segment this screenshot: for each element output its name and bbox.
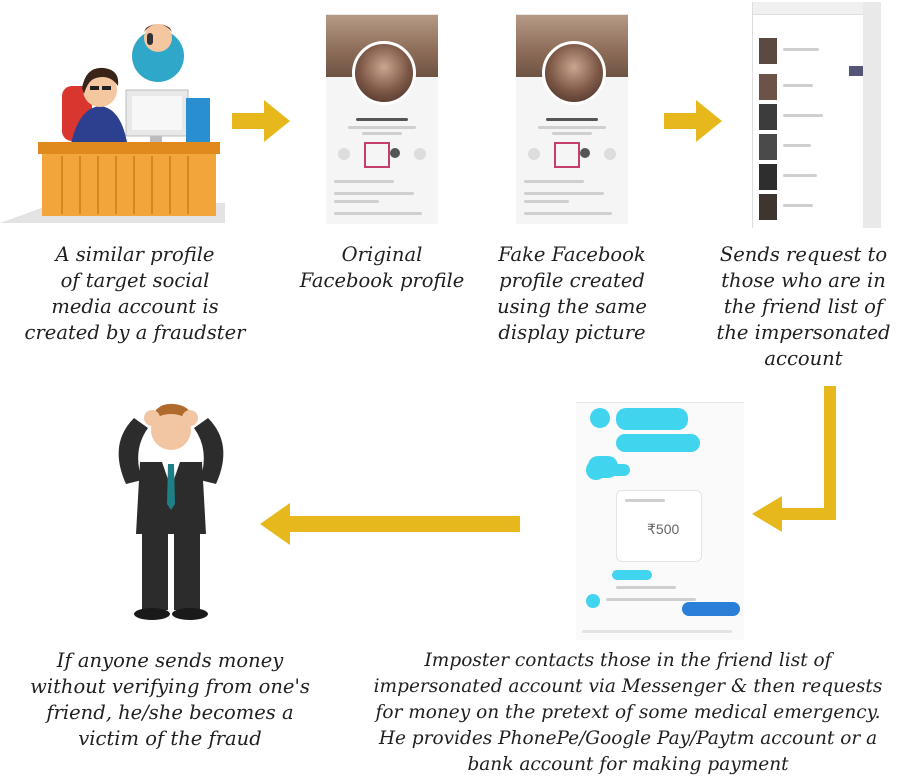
phone-call-person-icon [132, 24, 184, 82]
fake-profile-screenshot [516, 0, 628, 224]
arrow-left-icon [260, 503, 520, 545]
fraudster-illustration-icon [0, 24, 225, 223]
stressed-man-icon [118, 403, 224, 620]
arrow-down-left-icon [752, 386, 836, 532]
messenger-chat-screenshot: ₹500 [576, 380, 744, 640]
caption-imposter: Imposter contacts those in the friend li… [373, 650, 883, 775]
arrow-right-icon [232, 100, 290, 142]
original-profile-screenshot [326, 0, 438, 224]
payment-amount: ₹500 [647, 521, 680, 537]
add-friend-icon [364, 142, 390, 168]
fraudster-illustration [0, 8, 225, 230]
add-friend-icon [554, 142, 580, 168]
friend-list-screenshot [752, 2, 881, 228]
arrow-right-icon [664, 100, 722, 142]
stressed-man [96, 384, 246, 624]
